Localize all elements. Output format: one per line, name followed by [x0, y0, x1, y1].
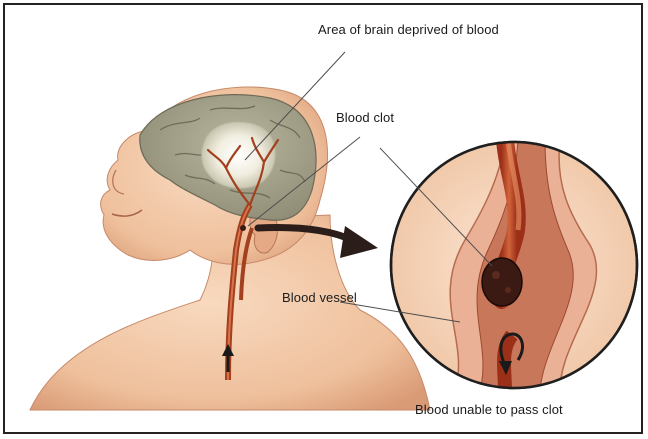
label-area-deprived: Area of brain deprived of blood [318, 22, 499, 37]
magnified-view [391, 140, 637, 390]
label-blood-vessel: Blood vessel [282, 290, 357, 305]
label-unable-to-pass: Blood unable to pass clot [415, 402, 563, 417]
label-blood-clot: Blood clot [336, 110, 394, 125]
clot-site-marker [240, 225, 246, 231]
blood-clot [482, 258, 522, 306]
